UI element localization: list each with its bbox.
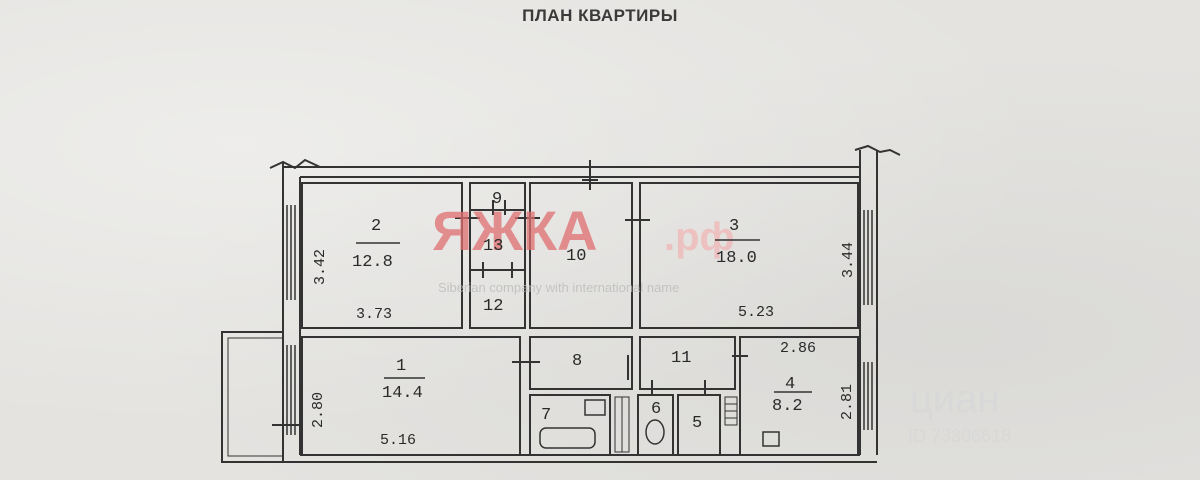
cian-id: ID 73306618 [908, 426, 1011, 446]
room-1-depth: 2.80 [310, 392, 327, 428]
room-3-depth: 3.44 [840, 242, 857, 278]
cian-watermark: циан ID 73306618 [908, 377, 1011, 446]
room-3-width: 5.23 [738, 304, 774, 321]
room-11-number: 11 [671, 349, 691, 368]
window-left-upper [286, 205, 296, 300]
room-1-area: 14.4 [382, 384, 423, 403]
room-2-label: 2 12.8 3.73 3.42 [312, 217, 400, 323]
room-4-label: 2.86 4 8.2 2.81 [772, 340, 856, 420]
balcony [221, 331, 284, 463]
balcony-inner [227, 337, 284, 457]
room-4-area: 8.2 [772, 397, 803, 416]
room-12-number: 12 [483, 297, 503, 316]
room-1-walls [301, 336, 521, 456]
room-3-area: 18.0 [716, 249, 757, 268]
closet-walls [469, 182, 526, 329]
room-2-area: 12.8 [352, 253, 393, 272]
window-left-lower [286, 345, 296, 435]
window-right-upper [863, 210, 873, 305]
room-4-width: 2.86 [780, 340, 816, 357]
shaft-2 [614, 396, 630, 453]
room-3-walls [639, 182, 859, 329]
room-4-number: 4 [785, 375, 795, 394]
room-5-number: 5 [692, 414, 702, 433]
room-7-number: 7 [541, 406, 551, 425]
watermark-subtitle: Siberian company with international name [438, 280, 679, 295]
ventilation-shaft [724, 396, 738, 426]
room-8-number: 8 [572, 352, 582, 371]
room-1-width: 5.16 [380, 432, 416, 449]
room-2-walls [301, 182, 463, 329]
room-4-depth: 2.81 [839, 384, 856, 420]
page-title: ПЛАН КВАРТИРЫ [522, 6, 678, 25]
room-9-number: 9 [492, 190, 502, 209]
room-6-number: 6 [651, 400, 661, 419]
watermark-logo: ЯЖКА .рф Siberian company with internati… [432, 199, 735, 295]
room-13-number: 13 [483, 237, 503, 256]
room-2-depth: 3.42 [312, 249, 329, 285]
room-10-number: 10 [566, 247, 586, 266]
room-4-walls [739, 336, 859, 456]
room-10-walls [529, 182, 633, 329]
room-6-walls [637, 394, 674, 456]
wall-break-mark-left [269, 158, 321, 170]
cian-logo-text: циан [910, 377, 1000, 421]
sink-icon [584, 399, 606, 416]
watermark-logo-text: ЯЖКА [432, 199, 597, 262]
stove-icon [762, 431, 780, 447]
wall-break-mark-right [854, 144, 901, 156]
bathtub-icon [539, 427, 596, 449]
room-1-label: 1 14.4 5.16 2.80 [310, 357, 425, 449]
room-7-walls [529, 394, 611, 456]
door-marks [272, 160, 748, 426]
room-3-label: 3 18.0 5.23 3.44 [715, 217, 857, 321]
watermark-logo-suffix: .рф [664, 215, 735, 259]
room-1-number: 1 [396, 357, 406, 376]
window-right-lower [863, 362, 873, 430]
room-5-walls [677, 394, 721, 456]
toilet-icon [645, 419, 665, 445]
room-2-width: 3.73 [356, 306, 392, 323]
room-3-number: 3 [729, 217, 739, 236]
room-2-number: 2 [371, 217, 381, 236]
room-11-walls [639, 336, 736, 390]
